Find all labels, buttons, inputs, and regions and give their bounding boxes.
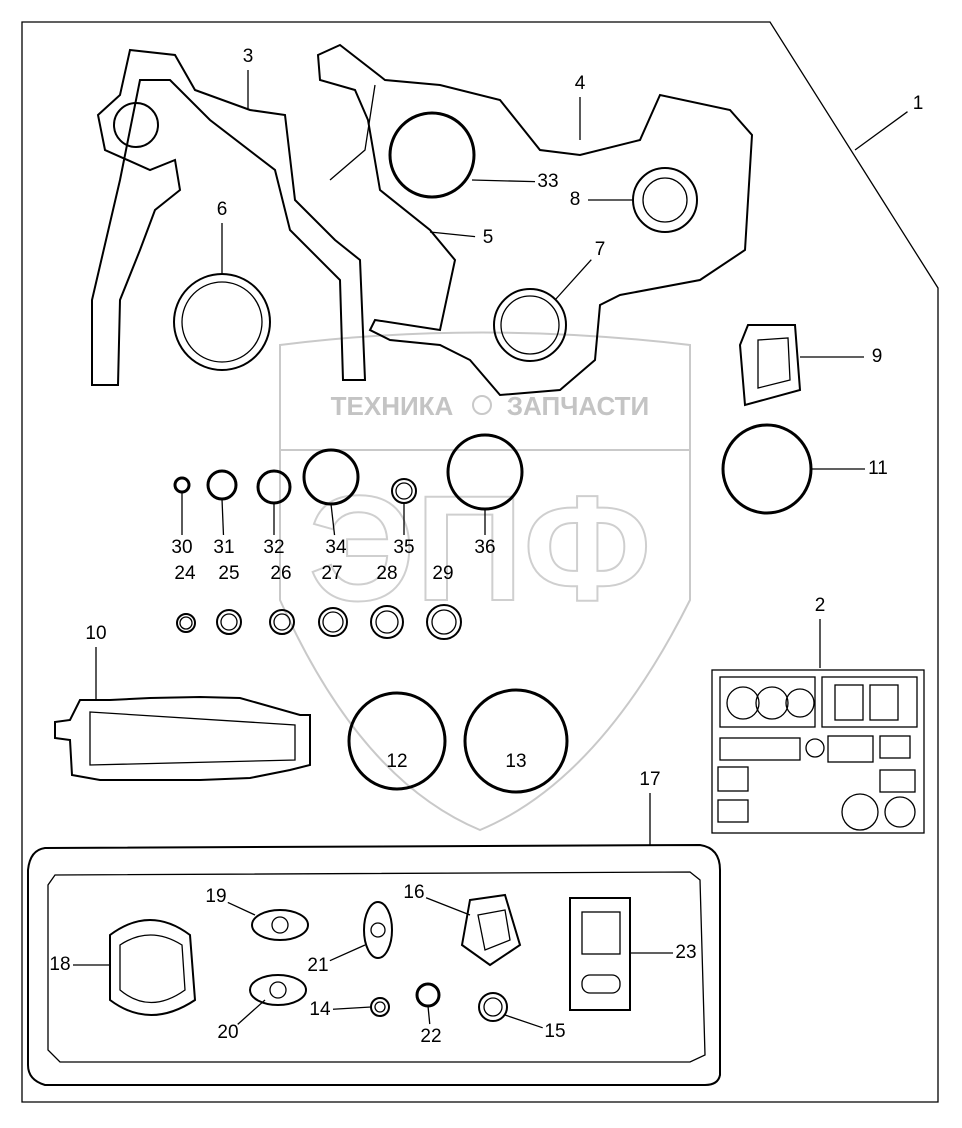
part-label-21: 21 bbox=[307, 955, 328, 976]
leader-line-19 bbox=[227, 901, 256, 916]
part-label-28: 28 bbox=[376, 563, 397, 584]
leader-line-22 bbox=[427, 1005, 431, 1025]
part-label-31: 31 bbox=[213, 537, 234, 558]
part-label-26: 26 bbox=[270, 563, 291, 584]
part-label-12: 12 bbox=[386, 751, 407, 772]
leader-line-5 bbox=[429, 231, 476, 238]
leader-line-31 bbox=[221, 498, 225, 536]
part-label-27: 27 bbox=[321, 563, 342, 584]
gasket-10 bbox=[54, 695, 311, 781]
part-label-24: 24 bbox=[174, 563, 196, 584]
gasket-9 bbox=[738, 324, 802, 407]
watermark: ТЕХНИКА ЗАПЧАСТИ ЭПФ bbox=[279, 331, 691, 832]
gasket-17 bbox=[27, 843, 721, 1086]
part-label-20: 20 bbox=[217, 1022, 238, 1043]
part-label-2: 2 bbox=[815, 595, 826, 616]
part-label-23: 23 bbox=[675, 942, 696, 963]
part-label-14: 14 bbox=[309, 999, 331, 1020]
part-label-35: 35 bbox=[393, 537, 414, 558]
part-label-9: 9 bbox=[872, 346, 883, 367]
part-label-22: 22 bbox=[420, 1026, 441, 1047]
gear-icon bbox=[472, 395, 492, 415]
leader-line-15 bbox=[504, 1014, 543, 1029]
watermark-text-1: ТЕХНИКА bbox=[331, 391, 454, 421]
part-label-11: 11 bbox=[868, 458, 888, 479]
part-label-5: 5 bbox=[483, 227, 494, 248]
leader-line-1 bbox=[854, 111, 908, 151]
part-label-7: 7 bbox=[595, 239, 606, 260]
part-label-29: 29 bbox=[432, 563, 453, 584]
part-label-25: 25 bbox=[218, 563, 239, 584]
part-label-33: 33 bbox=[537, 171, 558, 192]
watermark-logo: ЭПФ bbox=[309, 464, 652, 632]
part-label-19: 19 bbox=[205, 886, 226, 907]
part-label-13: 13 bbox=[505, 751, 526, 772]
part-label-15: 15 bbox=[544, 1021, 565, 1042]
part-label-8: 8 bbox=[570, 189, 581, 210]
part-label-1: 1 bbox=[913, 93, 924, 114]
gasket-kit-2 bbox=[711, 669, 925, 834]
leader-line-16 bbox=[425, 897, 471, 916]
leader-line-14 bbox=[332, 1006, 372, 1010]
watermark-text-2: ЗАПЧАСТИ bbox=[507, 391, 650, 421]
leader-line-33 bbox=[471, 179, 536, 183]
part-label-30: 30 bbox=[171, 537, 192, 558]
leader-line-7 bbox=[554, 259, 592, 301]
part-label-32: 32 bbox=[263, 537, 284, 558]
leader-lines bbox=[73, 70, 908, 1029]
leader-line-20 bbox=[237, 999, 266, 1025]
part-label-3: 3 bbox=[243, 46, 254, 67]
part-label-18: 18 bbox=[49, 954, 70, 975]
part-label-36: 36 bbox=[474, 537, 495, 558]
leader-line-34 bbox=[330, 503, 336, 536]
gasket-4 bbox=[316, 43, 754, 397]
part-label-10: 10 bbox=[85, 623, 106, 644]
part-label-34: 34 bbox=[325, 537, 347, 558]
part-label-4: 4 bbox=[575, 73, 586, 94]
part-label-6: 6 bbox=[217, 199, 228, 220]
leader-line-21 bbox=[329, 944, 366, 962]
part-label-16: 16 bbox=[403, 882, 424, 903]
part-label-17: 17 bbox=[639, 769, 660, 790]
kit-frame bbox=[21, 21, 939, 1103]
gasket-3 bbox=[91, 48, 367, 386]
